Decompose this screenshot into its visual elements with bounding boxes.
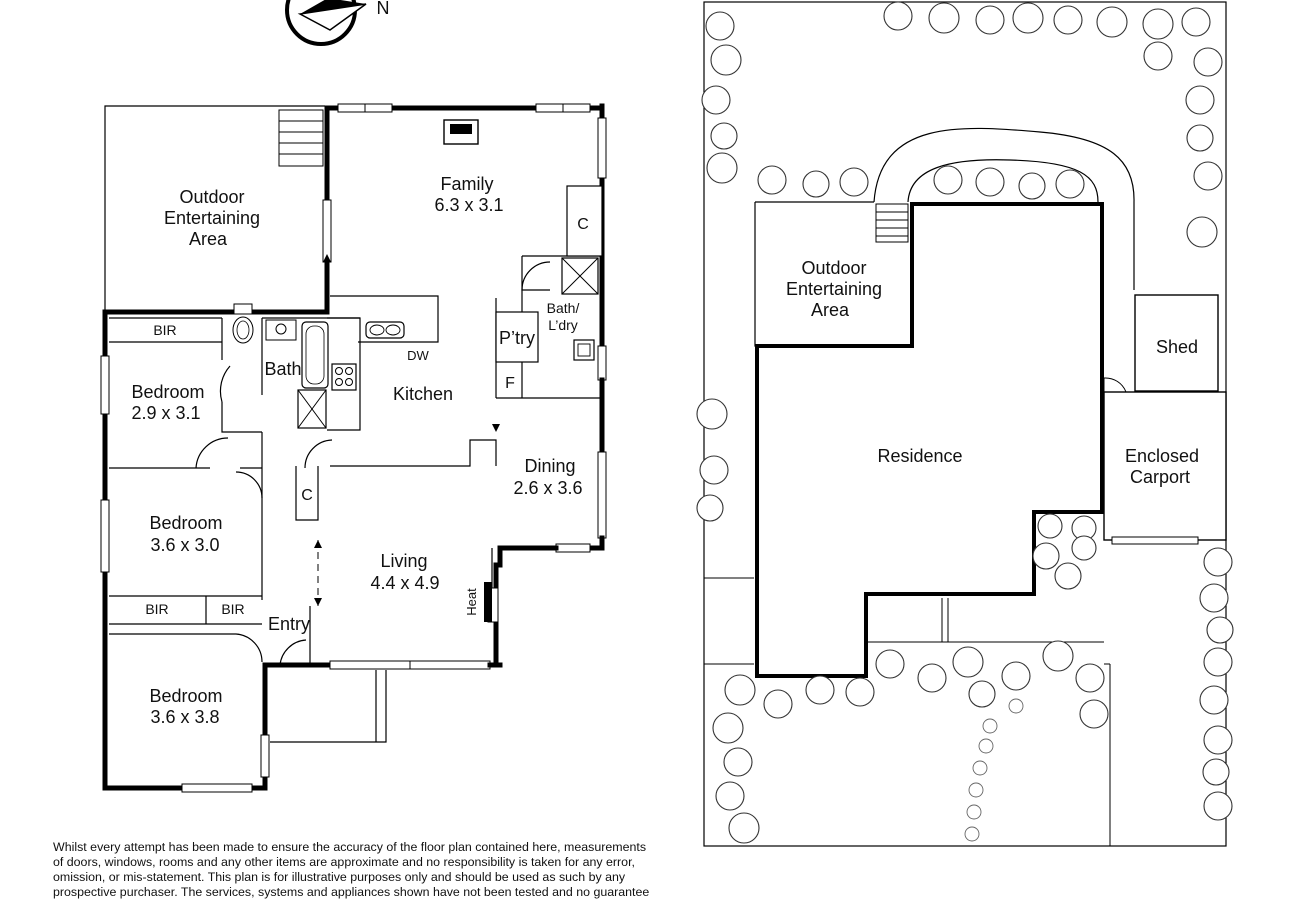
garden-trees (696, 1, 1234, 844)
bedroom3-label: Bedroom (149, 686, 222, 706)
entry-label: Entry (268, 614, 310, 634)
living-dims: 4.4 x 4.9 (370, 573, 439, 593)
bath-label: Bath (264, 359, 301, 379)
disclaimer-text: Whilst every attempt has been made to en… (53, 840, 663, 900)
cupboard-family-label: C (577, 216, 589, 233)
site-outdoor-label-1: Outdoor (801, 258, 866, 278)
outdoor-area-label-1: Outdoor (179, 187, 244, 207)
compass-north-label: N (377, 0, 390, 18)
site-steps (875, 203, 909, 243)
disclaimer-line: omission, or mis-statement. This plan is… (53, 870, 626, 884)
carport-label-2: Carport (1130, 467, 1190, 487)
cooktop (331, 363, 357, 391)
dining-dims: 2.6 x 3.6 (513, 478, 582, 498)
family-dims: 6.3 x 3.1 (434, 195, 503, 215)
dining-label: Dining (524, 456, 575, 476)
bir-label-2: BIR (145, 601, 168, 617)
bir-label-3: BIR (221, 601, 244, 617)
bedroom1-dims: 2.9 x 3.1 (131, 403, 200, 423)
bedroom1-label: Bedroom (131, 382, 204, 402)
floor-plan (100, 103, 607, 793)
residence-label: Residence (877, 446, 962, 466)
disclaimer-line: prospective purchaser. The services, sys… (53, 885, 650, 899)
shed-label: Shed (1156, 337, 1198, 357)
cupboard-hall-label: C (301, 487, 313, 504)
family-label: Family (441, 174, 494, 194)
pantry-label: P’try (499, 328, 535, 348)
carport-label-1: Enclosed (1125, 446, 1199, 466)
site-outdoor-label-3: Area (811, 300, 850, 320)
toilet (232, 303, 254, 344)
shower (297, 389, 327, 429)
kitchen-label: Kitchen (393, 384, 453, 404)
bedroom3-dims: 3.6 x 3.8 (150, 707, 219, 727)
laundry-shower (561, 257, 599, 295)
fireplace (443, 119, 479, 145)
kitchen-sink (365, 321, 405, 339)
bath-laundry-label-2: L’dry (548, 317, 578, 333)
disclaimer-line: Whilst every attempt has been made to en… (53, 840, 647, 854)
bedroom2-label: Bedroom (149, 513, 222, 533)
outdoor-area-label-2: Entertaining (164, 208, 260, 228)
floor-plan-labels: Outdoor Entertaining Area Family 6.3 x 3… (131, 174, 588, 727)
bedroom2-dims: 3.6 x 3.0 (150, 535, 219, 555)
outdoor-area-label-3: Area (189, 229, 228, 249)
heater-label: Heat (464, 588, 479, 616)
bath-laundry-label-1: Bath/ (547, 300, 580, 316)
living-label: Living (380, 551, 427, 571)
dishwasher-label: DW (407, 348, 429, 363)
disclaimer-line: of doors, windows, rooms and any other i… (53, 855, 635, 869)
site-plan-labels: Outdoor Entertaining Area Residence Shed… (786, 258, 1199, 487)
bir-label-1: BIR (153, 322, 176, 338)
site-outdoor-label-2: Entertaining (786, 279, 882, 299)
site-plan (703, 1, 1227, 847)
compass: N (285, 0, 390, 46)
fridge-label: F (505, 375, 515, 392)
deck-steps (278, 109, 324, 167)
